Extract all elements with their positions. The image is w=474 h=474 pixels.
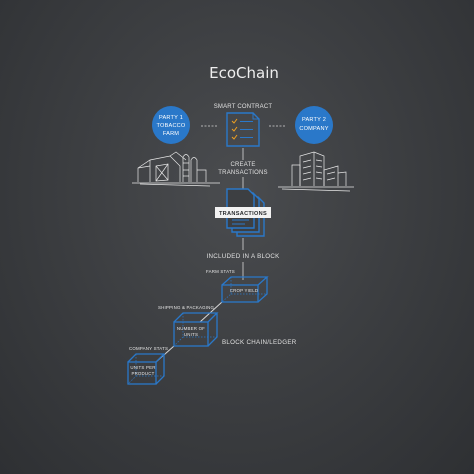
block3-line2: PRODUCT (131, 371, 154, 376)
block1-line1: CROP YIELD (230, 288, 258, 293)
party1-node: PARTY 1 TOBACCO FARM (152, 106, 190, 144)
block3-header: COMPANY STATS (129, 346, 168, 351)
create-transactions-label-line2: TRANSACTIONS (218, 170, 267, 176)
block1-header: FARM STATS (206, 269, 235, 274)
transactions-label-box: TRANSACTIONS (215, 207, 271, 218)
party1-label-line1: PARTY 1 (159, 115, 183, 121)
diagram-title: EcoChain (209, 64, 279, 82)
party1-label-line3: FARM (163, 131, 179, 137)
block2-cube (173, 312, 219, 347)
contract-document-icon (226, 112, 260, 147)
farm-barn-illustration (132, 151, 220, 187)
block2-line1: NUMBER OF (177, 326, 205, 331)
party1-label-line2: TOBACCO (157, 123, 186, 129)
create-transactions-label-line1: CREATE (230, 162, 255, 168)
company-building-illustration (278, 151, 354, 192)
party2-node: PARTY 2 COMPANY (295, 106, 333, 144)
party2-label-line2: COMPANY (299, 126, 328, 132)
block3-line1: UNITS PER (130, 365, 155, 370)
block1-cube (221, 276, 269, 303)
blockchain-ledger-label: BLOCK CHAIN/LEDGER (222, 339, 297, 346)
chain-link-1-2 (199, 301, 223, 323)
included-in-block-label: INCLUDED IN A BLOCK (206, 253, 280, 260)
party2-label-line1: PARTY 2 (302, 117, 326, 123)
smart-contract-label: SMART CONTRACT (214, 104, 273, 110)
transactions-label: TRANSACTIONS (219, 211, 267, 217)
block2-header: SHIPPING & PACKAGING (158, 305, 215, 310)
block2-line2: UNITS (184, 332, 198, 337)
block3-cube (127, 353, 166, 385)
